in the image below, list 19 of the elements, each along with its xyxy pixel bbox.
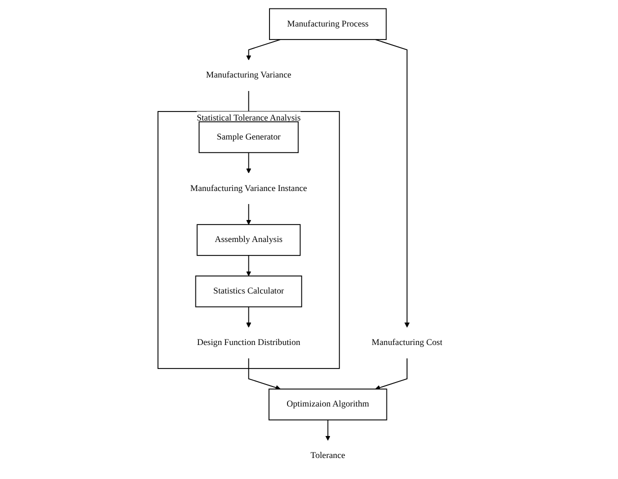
arrow: [246, 254, 252, 276]
node-box: Assembly Analysis: [196, 224, 301, 256]
node-text: Manufacturing Cost: [372, 337, 442, 347]
arrow: [375, 357, 408, 390]
node-text: Manufacturing Variance Instance: [190, 183, 308, 193]
node-box: Manufacturing Process: [269, 8, 387, 40]
node-text: Manufacturing Variance: [206, 70, 292, 80]
node-box: Statistics Calculator: [195, 275, 302, 307]
node-box: Sample Generator: [198, 120, 299, 153]
node-text: Tolerance: [310, 450, 346, 460]
arrow: [248, 357, 281, 390]
arrow: [325, 418, 330, 440]
arrow: [246, 203, 252, 224]
arrow: [246, 152, 252, 173]
node-text: Design Function Distribution: [197, 337, 300, 347]
arrow: [374, 38, 410, 328]
arrow: [246, 306, 252, 328]
arrow: [246, 38, 281, 60]
node-box: Optimizaion Algorithm: [268, 388, 388, 420]
